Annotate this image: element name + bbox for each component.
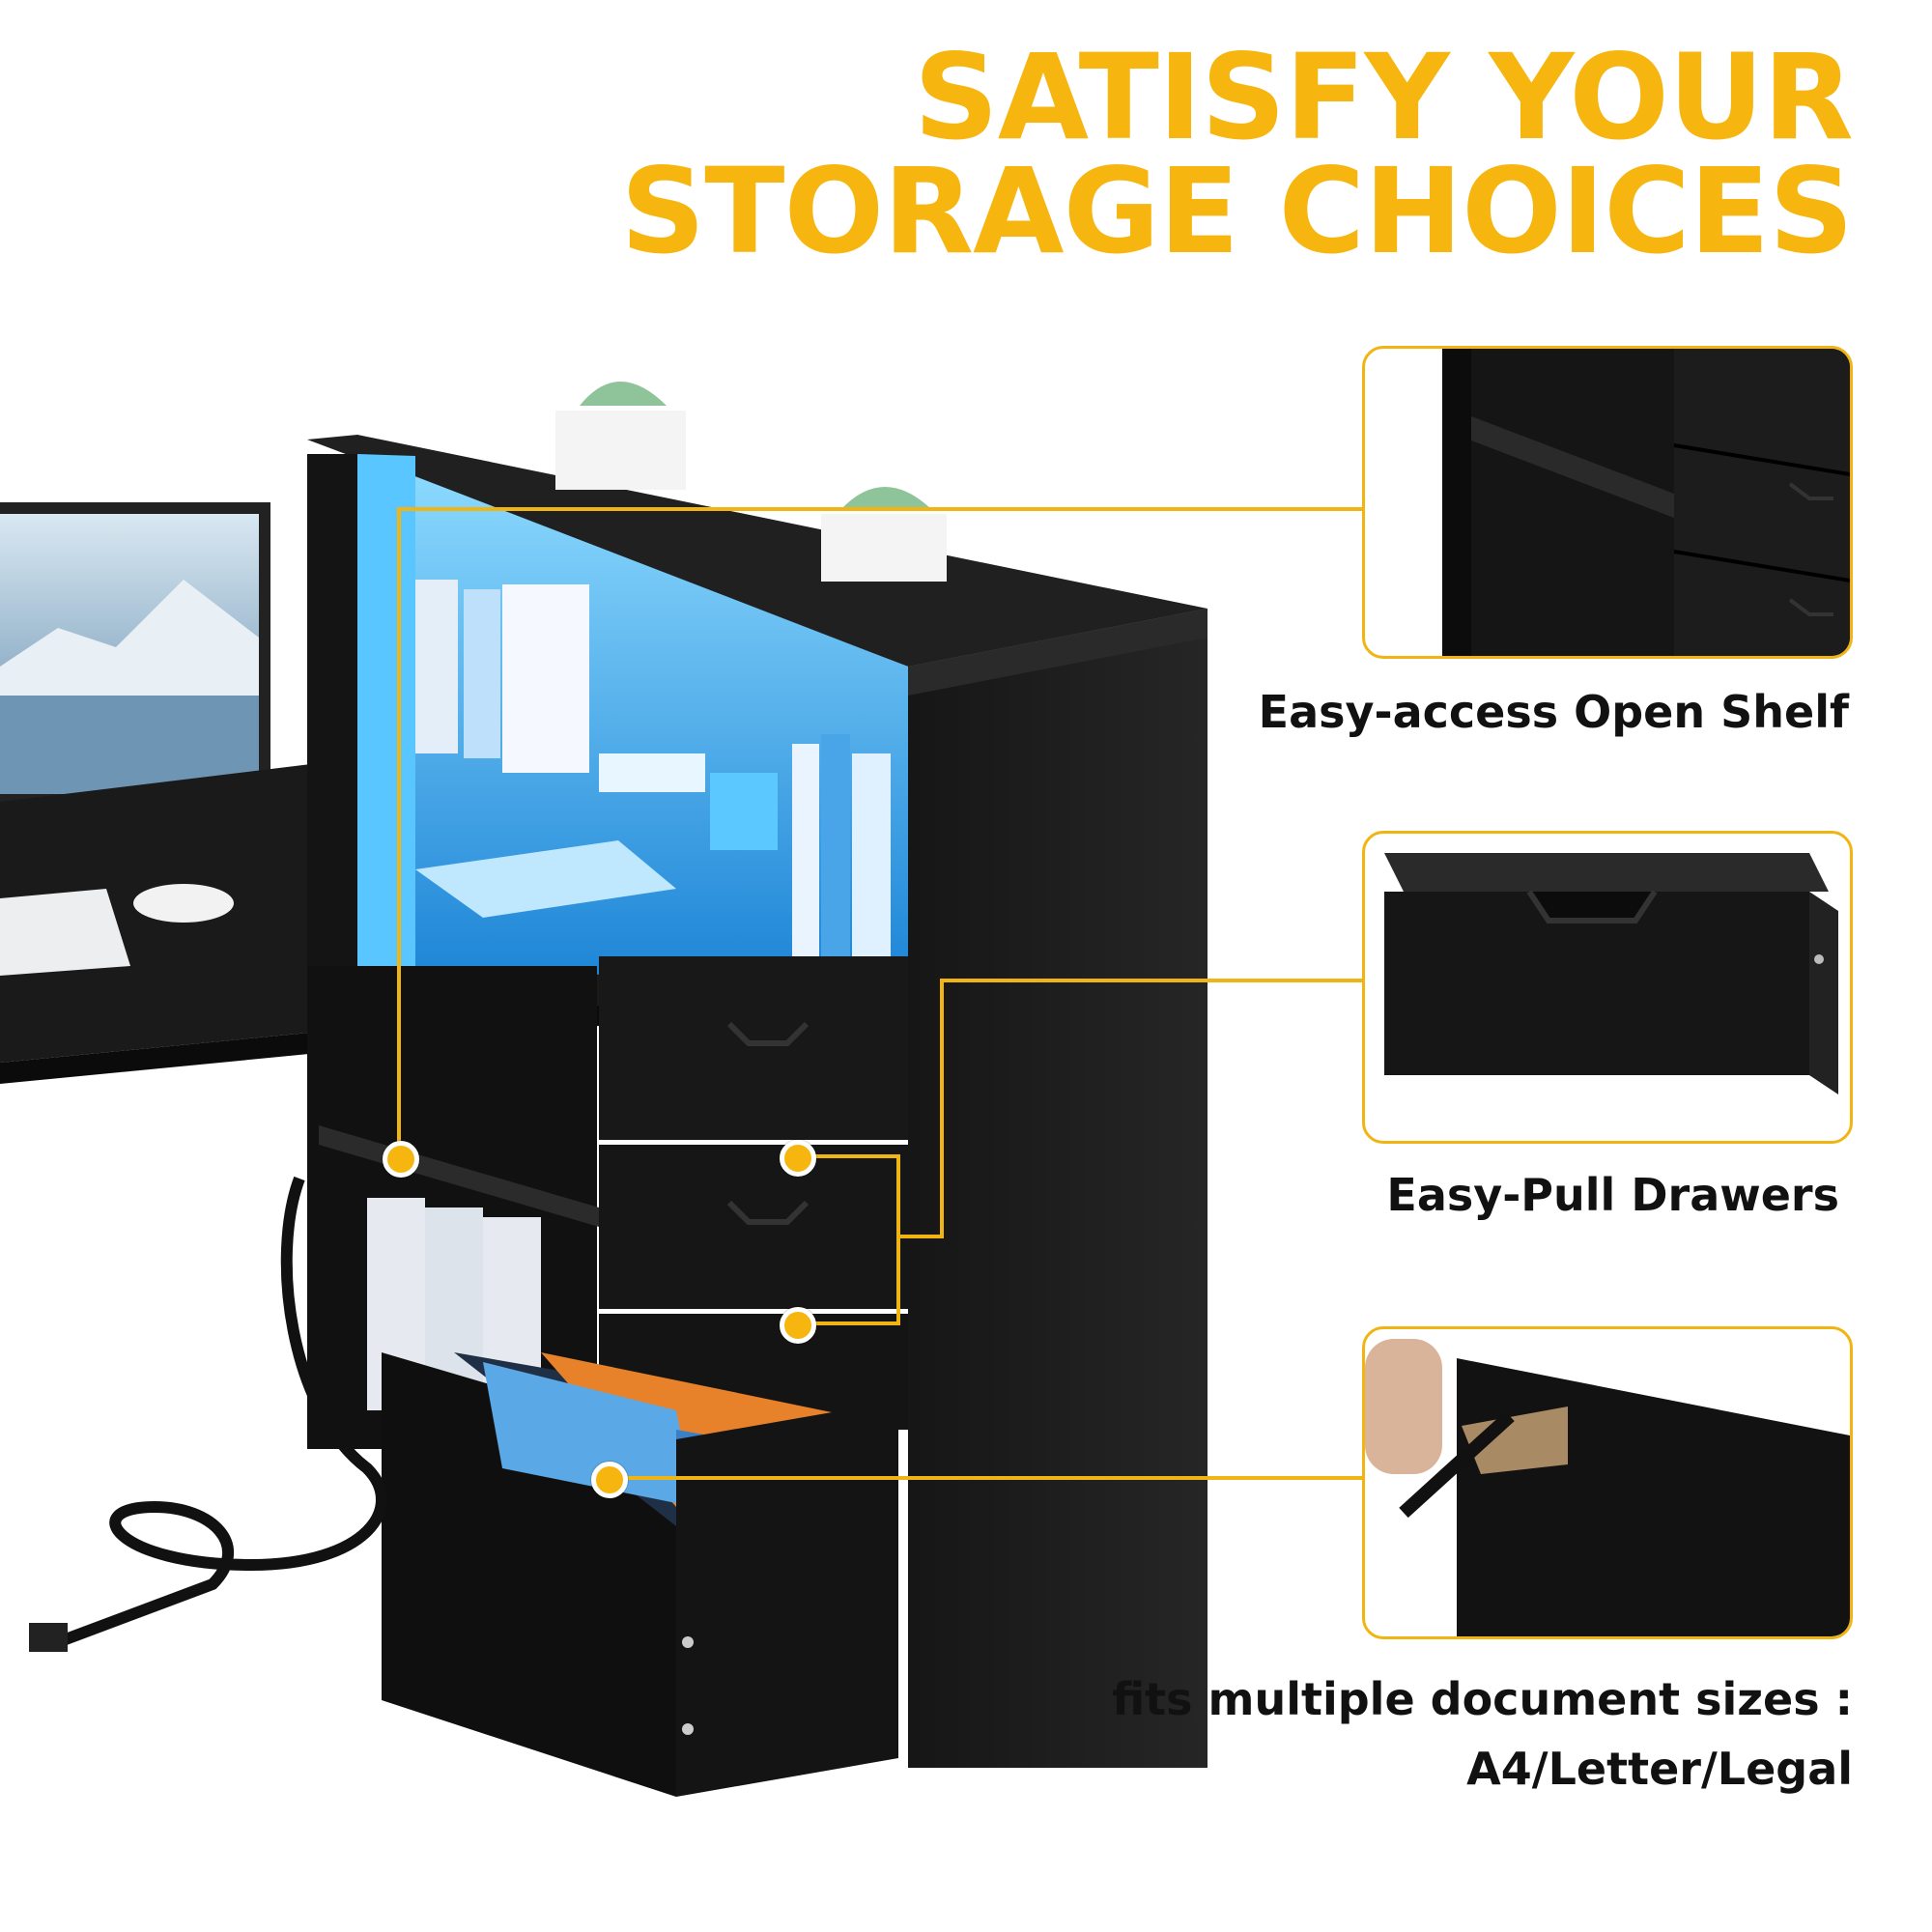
shelf-books (415, 580, 891, 961)
plant-pot-2 (821, 487, 947, 582)
plant-pot-1 (555, 382, 686, 490)
file-drawer (382, 1352, 898, 1797)
detail-frame-file-drawer (1362, 1326, 1853, 1639)
hutch-top (307, 435, 1208, 667)
headline-line-1: SATISFY YOUR (913, 29, 1854, 166)
drawer-closeup (1384, 853, 1838, 1094)
hutch-back-led (357, 454, 908, 985)
headline-line-2: STORAGE CHOICES (620, 143, 1854, 280)
detail-frame-open-shelf (1362, 346, 1853, 659)
wireless-charger (415, 840, 676, 918)
file-drawer-handle-closeup (1365, 1339, 1850, 1636)
mouse (133, 884, 234, 923)
feature-label-open-shelf: Easy-access Open Shelf (1258, 686, 1849, 738)
feature-label-documents-line-2: A4/Letter/Legal (1466, 1743, 1853, 1795)
hutch-left-post (307, 454, 357, 966)
feature-label-documents-line-1: fits multiple document sizes : (1112, 1673, 1853, 1725)
pen-holder (710, 773, 778, 850)
callout-dot-drawer-bottom (780, 1307, 816, 1344)
monitor (0, 502, 270, 858)
open-shelf-closeup (1442, 349, 1850, 656)
keyboard (0, 889, 130, 976)
callout-dot-shelf (383, 1141, 419, 1178)
feature-label-drawers: Easy-Pull Drawers (1386, 1169, 1839, 1221)
hand (1365, 1339, 1442, 1474)
callout-dot-file-drawer (591, 1462, 628, 1498)
callout-dot-drawer-top (780, 1140, 816, 1177)
power-strip (599, 753, 705, 792)
detail-frame-drawers (1362, 831, 1853, 1144)
power-plug (29, 1623, 68, 1652)
power-cable (55, 1176, 387, 1648)
